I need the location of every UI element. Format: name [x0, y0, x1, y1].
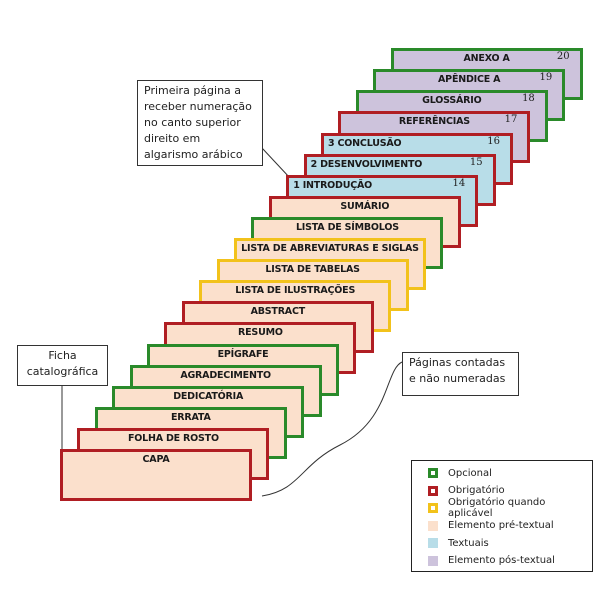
legend-item: Elemento pré-textual: [428, 518, 554, 534]
legend-swatch: [428, 555, 438, 566]
legend-swatch: [428, 468, 438, 478]
card-label: 3 CONCLUSÃO: [328, 137, 402, 149]
legend-label: Elemento pré-textual: [448, 520, 554, 531]
page-number: 19: [539, 72, 553, 84]
page-number: 14: [452, 177, 466, 189]
callout-counted: Páginas contadas e não numeradas: [402, 352, 519, 396]
page-number: 17: [504, 114, 518, 126]
card-label: LISTA DE SÍMBOLOS: [295, 221, 399, 233]
card-label: GLOSSÁRIO: [422, 95, 482, 107]
legend-item: Textuais: [428, 535, 489, 551]
card-label: DEDICATÓRIA: [173, 390, 244, 402]
page-number: 20: [556, 51, 570, 63]
card-label: LISTA DE ILUSTRAÇÕES: [235, 285, 356, 297]
page-number: 18: [522, 93, 535, 105]
legend-label: Textuais: [448, 537, 489, 549]
legend-swatch: [428, 485, 438, 496]
card-label: LISTA DE ABREVIATURAS E SIGLAS: [241, 243, 419, 254]
legend-label: Opcional: [448, 467, 492, 479]
callout-ficha: Ficha catalográfica: [17, 345, 108, 386]
counted-brace: [261, 361, 403, 497]
card-label: APÊNDICE A: [438, 74, 501, 86]
callout-first-numbered: Primeira página a receber numeração no c…: [137, 80, 263, 166]
legend-item: Elemento pós-textual: [428, 553, 555, 569]
legend-label: Elemento pós-textual: [448, 555, 555, 566]
card-label: SUMÁRIO: [340, 200, 390, 212]
page-number: 15: [469, 156, 483, 168]
card-label: RESUMO: [238, 327, 283, 339]
legend-label: Obrigatório quando aplicável: [447, 497, 546, 519]
legend-item: Obrigatório quando aplicável: [428, 497, 592, 519]
legend-swatch: [428, 538, 438, 548]
card-label: AGRADECIMENTO: [180, 369, 271, 381]
legend-item: Obrigatório: [428, 483, 505, 499]
card-label: REFERÊNCIAS: [398, 116, 470, 128]
card-label: ERRATA: [170, 411, 211, 423]
card-label: CAPA: [142, 454, 170, 465]
card-label: 1 INTRODUÇÃO: [293, 179, 373, 191]
legend-swatch: [428, 520, 438, 531]
legend-label: Obrigatório: [448, 485, 505, 496]
card-label: LISTA DE TABELAS: [265, 264, 360, 276]
page-number: 16: [487, 135, 500, 147]
page-card-capa: CAPA: [60, 449, 252, 501]
first-numbered-pointer: [261, 147, 291, 179]
card-label: EPÍGRAFE: [217, 348, 269, 360]
legend-item: Opcional: [428, 465, 492, 481]
card-label: 2 DESENVOLVIMENTO: [310, 158, 423, 170]
card-label: ABSTRACT: [250, 306, 306, 318]
legend-swatch: [428, 503, 438, 513]
card-label: FOLHA DE ROSTO: [127, 432, 219, 444]
card-label: ANEXO A: [463, 53, 510, 65]
